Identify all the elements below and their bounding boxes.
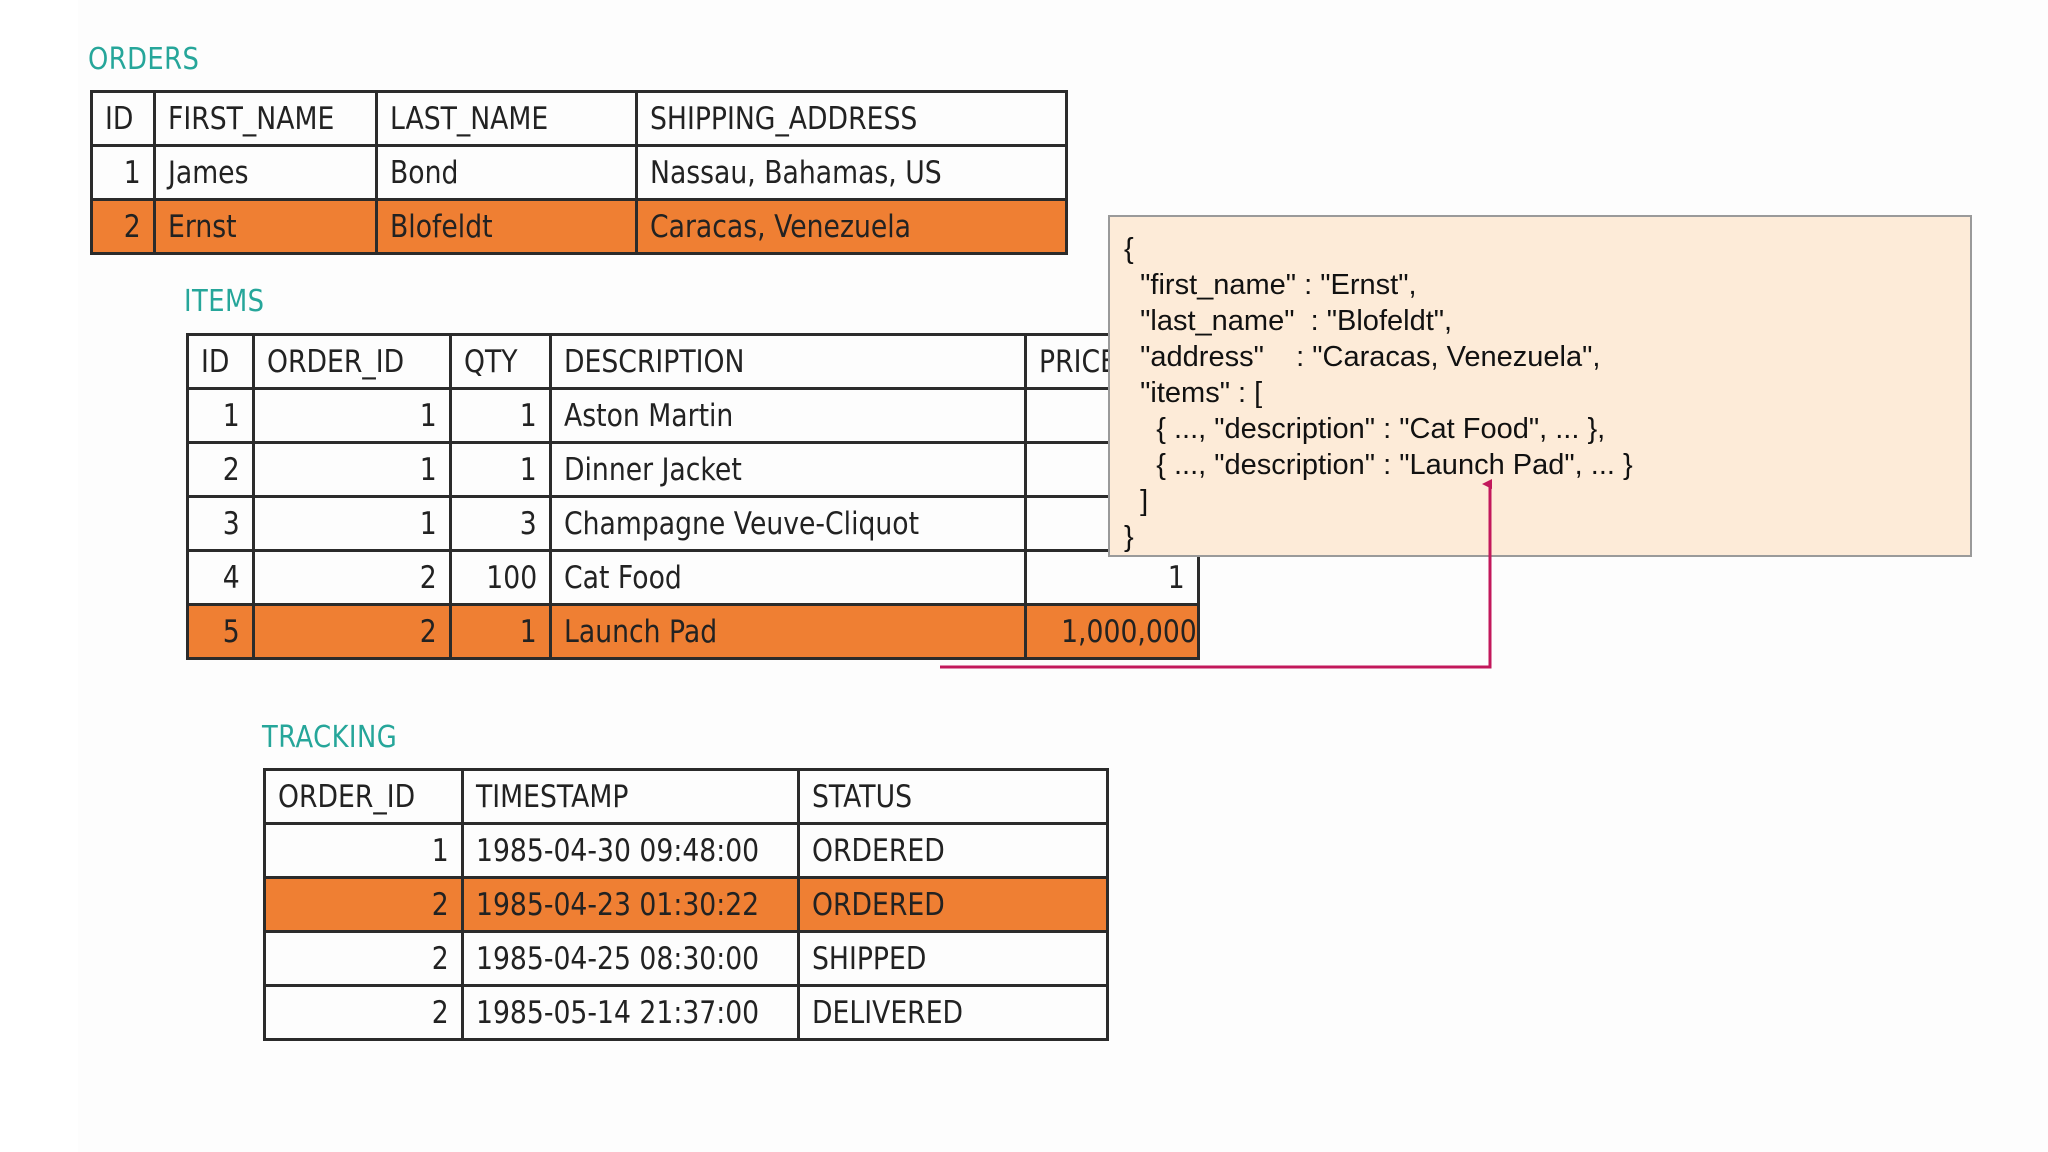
table-cell: 2 — [263, 984, 464, 1041]
table-row: 1 1 1 Aston Martin 120 — [186, 387, 1200, 444]
table-cell: James — [153, 144, 378, 201]
table-row: 4 2 100 Cat Food 1 — [186, 549, 1200, 606]
table-cell: 1985-05-14 21:37:00 — [461, 984, 800, 1041]
table-cell: 5 — [186, 603, 255, 660]
table-cell: 1 — [252, 495, 452, 552]
table-cell: 1 — [1024, 549, 1200, 606]
orders-header-row: ID FIRST_NAME LAST_NAME SHIPPING_ADDRESS — [90, 90, 1068, 147]
tracking-header-status: STATUS — [797, 768, 1109, 825]
table-cell: 1 — [252, 441, 452, 498]
orders-table: ID FIRST_NAME LAST_NAME SHIPPING_ADDRESS… — [90, 90, 1068, 255]
table-row: 2 1 1 Dinner Jacket 4 — [186, 441, 1200, 498]
json-line: ] — [1124, 485, 1149, 517]
tracking-header-row: ORDER_ID TIMESTAMP STATUS — [263, 768, 1109, 825]
items-header-row: ID ORDER_ID QTY DESCRIPTION PRICE — [186, 333, 1200, 390]
table-cell: Aston Martin — [549, 387, 1027, 444]
table-cell: 1 — [263, 822, 464, 879]
json-line: { — [1124, 233, 1134, 265]
table-cell: Bond — [375, 144, 638, 201]
table-cell: 100 — [449, 549, 552, 606]
json-document-box: { "first_name" : "Ernst", "last_name" : … — [1108, 215, 1972, 557]
json-line: } — [1124, 521, 1134, 553]
table-cell: 3 — [449, 495, 552, 552]
table-cell: SHIPPED — [797, 930, 1109, 987]
table-cell: 1 — [90, 144, 156, 201]
table-cell: 4 — [186, 549, 255, 606]
table-row-highlighted: 5 2 1 Launch Pad 1,000,000 — [186, 603, 1200, 660]
table-cell: DELIVERED — [797, 984, 1109, 1041]
items-header-description: DESCRIPTION — [549, 333, 1027, 390]
orders-header-shipping-address: SHIPPING_ADDRESS — [635, 90, 1068, 147]
json-line: "first_name" : "Ernst", — [1124, 269, 1417, 301]
table-cell: 1985-04-25 08:30:00 — [461, 930, 800, 987]
tracking-header-order-id: ORDER_ID — [263, 768, 464, 825]
orders-header-id: ID — [90, 90, 156, 147]
orders-title: ORDERS — [88, 42, 200, 77]
table-cell: 1 — [252, 387, 452, 444]
table-cell: Blofeldt — [375, 198, 638, 255]
items-title: ITEMS — [184, 284, 265, 319]
table-row: 2 1985-04-25 08:30:00 SHIPPED — [263, 930, 1109, 987]
table-cell: Dinner Jacket — [549, 441, 1027, 498]
table-cell: Ernst — [153, 198, 378, 255]
table-cell: 3 — [186, 495, 255, 552]
json-line: "last_name" : "Blofeldt", — [1124, 305, 1453, 337]
tracking-header-timestamp: TIMESTAMP — [461, 768, 800, 825]
json-line: "items" : [ — [1124, 377, 1263, 409]
tracking-table: ORDER_ID TIMESTAMP STATUS 1 1985-04-30 0… — [263, 768, 1109, 1041]
table-cell: ORDERED — [797, 822, 1109, 879]
orders-header-last-name: LAST_NAME — [375, 90, 638, 147]
table-row: 2 1985-05-14 21:37:00 DELIVERED — [263, 984, 1109, 1041]
table-cell: 1 — [449, 387, 552, 444]
table-row: 1 James Bond Nassau, Bahamas, US — [90, 144, 1068, 201]
table-row: 1 1985-04-30 09:48:00 ORDERED — [263, 822, 1109, 879]
table-cell: 2 — [186, 441, 255, 498]
json-line: "address" : "Caracas, Venezuela", — [1124, 341, 1601, 373]
table-cell: Launch Pad — [549, 603, 1027, 660]
table-cell: 1 — [449, 441, 552, 498]
table-cell: 2 — [263, 876, 464, 933]
table-cell: 2 — [263, 930, 464, 987]
table-cell: 1985-04-23 01:30:22 — [461, 876, 800, 933]
items-header-qty: QTY — [449, 333, 552, 390]
table-cell: Caracas, Venezuela — [635, 198, 1068, 255]
table-cell: Nassau, Bahamas, US — [635, 144, 1068, 201]
table-cell: Cat Food — [549, 549, 1027, 606]
table-cell: Champagne Veuve-Cliquot — [549, 495, 1027, 552]
table-cell: 1 — [449, 603, 552, 660]
orders-header-first-name: FIRST_NAME — [153, 90, 378, 147]
table-row-highlighted: 2 Ernst Blofeldt Caracas, Venezuela — [90, 198, 1068, 255]
table-cell: 1,000,000 — [1024, 603, 1200, 660]
json-line: { ..., "description" : "Launch Pad", ...… — [1124, 449, 1633, 481]
table-cell: 2 — [90, 198, 156, 255]
items-header-order-id: ORDER_ID — [252, 333, 452, 390]
table-cell: 2 — [252, 603, 452, 660]
table-cell: 2 — [252, 549, 452, 606]
table-cell: ORDERED — [797, 876, 1109, 933]
json-line: { ..., "description" : "Cat Food", ... }… — [1124, 413, 1606, 445]
items-header-id: ID — [186, 333, 255, 390]
table-cell: 1 — [186, 387, 255, 444]
items-table: ID ORDER_ID QTY DESCRIPTION PRICE 1 1 1 … — [186, 333, 1200, 660]
table-row-highlighted: 2 1985-04-23 01:30:22 ORDERED — [263, 876, 1109, 933]
tracking-title: TRACKING — [262, 720, 398, 755]
table-row: 3 1 3 Champagne Veuve-Cliquot — [186, 495, 1200, 552]
table-cell: 1985-04-30 09:48:00 — [461, 822, 800, 879]
